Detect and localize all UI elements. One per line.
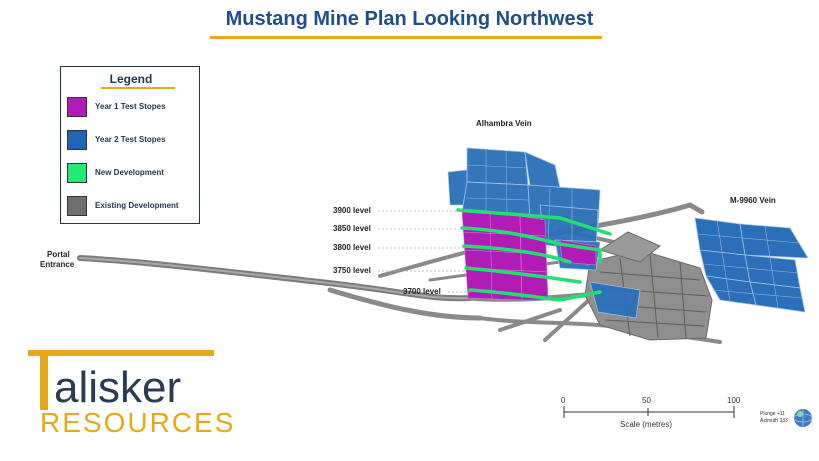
compass-azimuth: Azimuth 333 [760,418,788,424]
legend-title: Legend [109,72,153,86]
legend: Legend Year 1 Test Stopes Year 2 Test St… [60,66,200,224]
legend-title-underline [101,87,175,89]
scale-tick-100: 100 [727,396,741,405]
legend-swatch-year1 [67,97,87,117]
scale-caption: Scale (metres) [620,420,673,429]
legend-label-year1: Year 1 Test Stopes [95,102,166,111]
legend-label-existing-development: Existing Development [95,201,179,210]
scale-bar [563,406,735,418]
level-leader-lines [378,210,470,293]
legend-swatch-existing-development [67,196,87,216]
compass-plunge: Plunge +11 [760,411,786,417]
scale-tick-0: 0 [561,396,566,405]
logo-wordmark: alisker [54,363,182,412]
legend-swatch-new-development [67,163,87,183]
compass-globe-icon [793,409,813,427]
legend-label-new-development: New Development [95,168,164,177]
title-underline [210,36,602,39]
scale-tick-50: 50 [642,396,651,405]
portal-entrance-label: Entrance [40,260,75,269]
existing-development-tunnels [77,202,722,344]
logo-t-stem [40,350,48,410]
level-label-3900: 3900 level [333,206,371,215]
legend-label-year2: Year 2 Test Stopes [95,135,166,144]
level-label-3850: 3850 level [333,224,371,233]
logo-subtitle: RESOURCES [40,407,236,438]
level-label-3750: 3750 level [333,266,371,275]
existing-development-cluster [584,231,713,341]
logo-t-bar [28,350,214,356]
new-development [456,208,612,302]
alhambra-vein-label: Alhambra Vein [476,119,532,128]
level-label-3800: 3800 level [333,243,371,252]
m9960-vein-label: M-9960 Vein [730,196,776,205]
page-title: Mustang Mine Plan Looking Northwest [225,8,594,30]
legend-swatch-year2 [67,130,87,150]
m9960-grid-lines [696,219,803,309]
level-label-3700: 3700 level [403,287,441,296]
portal-label: Portal [47,250,70,259]
